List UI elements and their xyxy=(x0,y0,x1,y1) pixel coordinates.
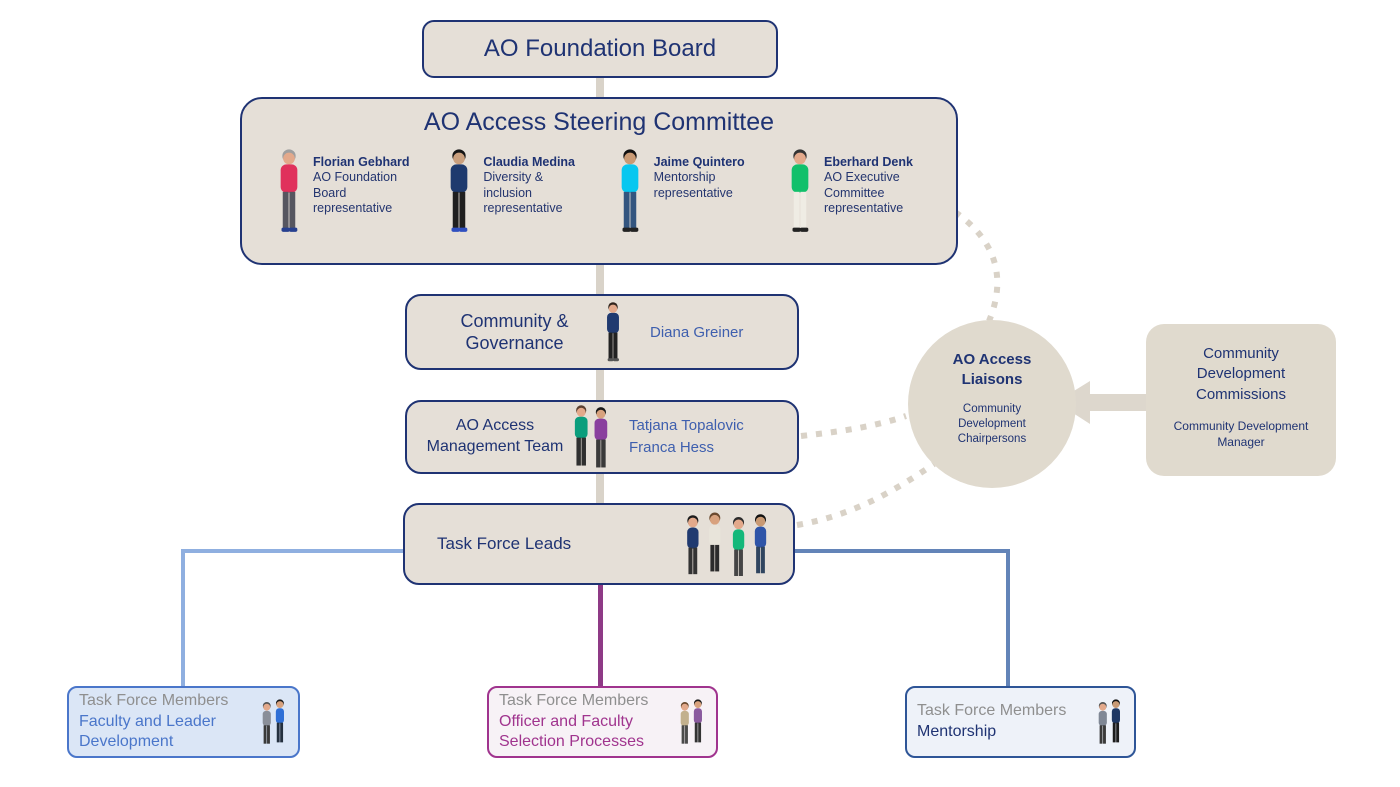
member-text: Eberhard Denk AO Executive Committee rep… xyxy=(824,147,926,235)
person-icon-eberhard-denk xyxy=(791,149,809,232)
steering-members-row: Florian Gebhard AO Foundation Board repr… xyxy=(242,137,956,235)
person-icon-diana-greiner xyxy=(607,302,619,362)
commissions-title: Community Development Commissions xyxy=(1195,345,1286,403)
connector-leads-left-horizontal xyxy=(183,549,405,553)
task-force-name: Officer and Faculty Selection Processes xyxy=(499,712,644,751)
connector-vertical-spine xyxy=(596,76,604,506)
task-force-name: Faculty and Leader Development xyxy=(79,712,216,751)
task-force-text: Task Force Members Faculty and Leader De… xyxy=(79,691,247,753)
member-text: Claudia Medina Diversity & inclusion rep… xyxy=(483,147,585,235)
member-text: Florian Gebhard AO Foundation Board repr… xyxy=(313,147,415,235)
governance-title: Community & Governance xyxy=(460,310,569,354)
task-force-selection-box: Task Force Members Officer and Faculty S… xyxy=(487,686,718,758)
steering-committee-box: AO Access Steering Committee Florian Geb… xyxy=(240,97,958,265)
people-pair-icon-selection xyxy=(680,699,702,744)
connector-leads-to-selection xyxy=(598,584,603,687)
connector-leads-right-horizontal xyxy=(793,549,1010,553)
member-name: Eberhard Denk xyxy=(823,155,913,169)
dotted-management-to-liaisons xyxy=(800,413,907,439)
connector-leads-to-faculty xyxy=(181,549,185,687)
task-force-leads-box: Task Force Leads xyxy=(403,503,795,585)
commissions-subtitle: Community Development Manager xyxy=(1173,418,1309,449)
member-role: Mentorship representative xyxy=(653,170,733,200)
steering-member: Eberhard Denk AO Executive Committee rep… xyxy=(785,147,926,235)
commissions-box: Community Development Commissions Commun… xyxy=(1146,324,1336,476)
management-team-box: AO Access Management Team Tatjana Topalo… xyxy=(405,400,799,474)
dotted-steering-to-liaisons xyxy=(953,209,1001,323)
member-name: Jaime Quintero xyxy=(653,155,745,169)
person-icon-jaime-quintero xyxy=(621,149,638,232)
task-force-text: Task Force Members Officer and Faculty S… xyxy=(499,691,667,753)
connector-leads-to-mentorship xyxy=(1006,549,1010,687)
task-force-label: Task Force Members xyxy=(499,691,649,709)
people-pair-icon-mentorship xyxy=(1098,699,1120,744)
liaisons-title: AO Access Liaisons xyxy=(952,351,1032,388)
leads-title: Task Force Leads xyxy=(437,534,572,553)
community-governance-box: Community & Governance Diana Greiner xyxy=(405,294,799,370)
board-box: AO Foundation Board xyxy=(422,20,778,78)
people-pair-icon-faculty xyxy=(262,699,284,744)
person-icons-tatjana-franca xyxy=(574,405,608,468)
member-name: Florian Gebhard xyxy=(313,155,410,169)
management-person-name: Franca Hess xyxy=(629,439,715,456)
management-title: AO Access Management Team xyxy=(426,417,564,455)
steering-member: Jaime Quintero Mentorship representative xyxy=(615,147,756,235)
board-title: AO Foundation Board xyxy=(483,35,717,62)
liaisons-circle: AO Access Liaisons Community Development… xyxy=(908,320,1076,488)
task-force-leads-group-icon xyxy=(687,512,767,576)
person-icon-florian-gebhard xyxy=(280,149,298,232)
steering-title: AO Access Steering Committee xyxy=(423,108,775,136)
person-icon-claudia-medina xyxy=(450,149,468,232)
steering-member: Florian Gebhard AO Foundation Board repr… xyxy=(274,147,415,235)
governance-person-name: Diana Greiner xyxy=(650,323,744,341)
task-force-label: Task Force Members xyxy=(79,691,229,709)
liaisons-subtitle: Community Development Chairpersons xyxy=(957,403,1027,445)
task-force-mentorship-box: Task Force Members Mentorship xyxy=(905,686,1136,758)
dotted-leads-to-liaisons xyxy=(796,461,936,528)
management-person-name: Tatjana Topalovic xyxy=(629,417,744,435)
task-force-label: Task Force Members xyxy=(917,702,1067,720)
steering-member: Claudia Medina Diversity & inclusion rep… xyxy=(444,147,585,235)
task-force-faculty-box: Task Force Members Faculty and Leader De… xyxy=(67,686,300,758)
member-role: Diversity & inclusion representative xyxy=(483,170,563,215)
management-people: Tatjana Topalovic Franca Hess xyxy=(629,415,744,459)
task-force-name: Mentorship xyxy=(917,723,997,740)
arrow-commissions-to-liaisons-icon xyxy=(1056,381,1150,424)
member-role: AO Executive Committee representative xyxy=(823,170,904,215)
task-force-text: Task Force Members Mentorship xyxy=(917,701,1085,743)
member-text: Jaime Quintero Mentorship representative xyxy=(654,147,756,235)
member-role: AO Foundation Board representative xyxy=(313,170,398,215)
member-name: Claudia Medina xyxy=(483,155,576,169)
